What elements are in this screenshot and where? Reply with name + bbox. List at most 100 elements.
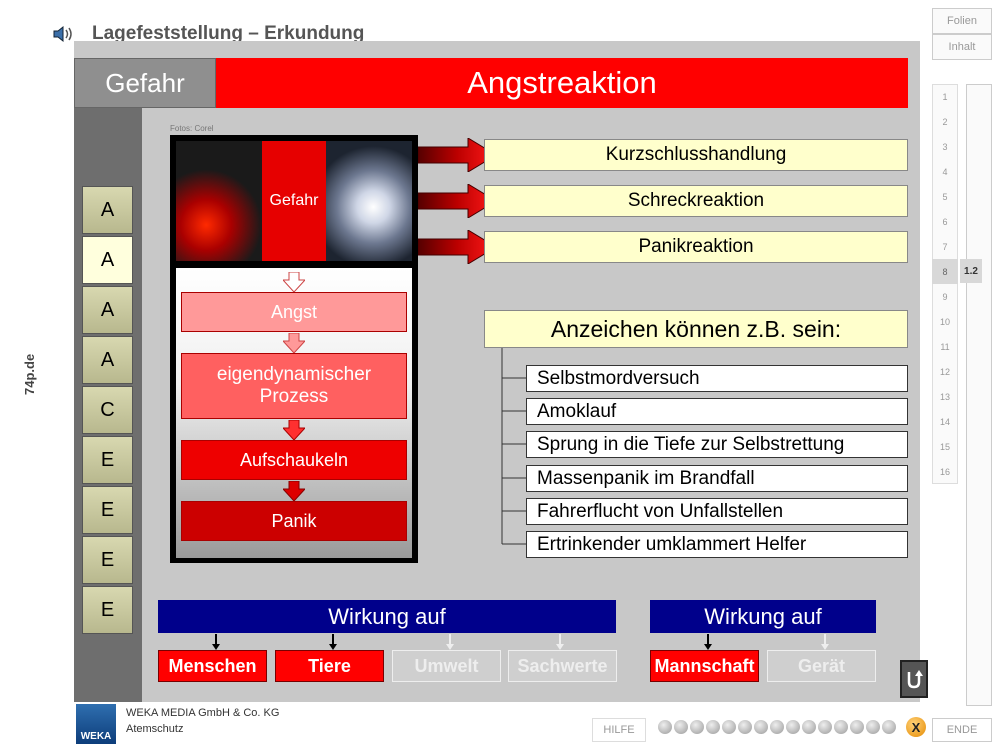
down-arrow-icon xyxy=(283,481,305,501)
signs-title: Anzeichen können z.B. sein: xyxy=(484,310,908,348)
right-arrow-icon xyxy=(418,230,496,264)
slide-number[interactable]: 7 xyxy=(942,241,948,252)
progress-dot xyxy=(850,720,864,734)
slide-number[interactable]: 15 xyxy=(939,441,950,452)
target-umwelt[interactable]: Umwelt xyxy=(392,650,501,682)
slide-number[interactable]: 8 xyxy=(932,259,958,284)
effect-connector xyxy=(332,634,334,648)
progress-dot xyxy=(690,720,704,734)
effect-connector xyxy=(449,634,451,648)
down-arrow-icon xyxy=(283,272,305,292)
target-menschen[interactable]: Menschen xyxy=(158,650,267,682)
effect-header-left: Wirkung auf xyxy=(158,600,616,633)
photo-credit: Fotos: Corel xyxy=(170,124,214,133)
target-tiere[interactable]: Tiere xyxy=(275,650,384,682)
flow-step-angst: Angst xyxy=(181,292,407,332)
sign-item: Amoklauf xyxy=(526,398,908,425)
sign-item: Selbstmordversuch xyxy=(526,365,908,392)
letter-button[interactable]: A xyxy=(82,336,133,384)
speaker-icon[interactable] xyxy=(53,25,75,43)
progress-dot xyxy=(722,720,736,734)
letter-button[interactable]: A xyxy=(82,286,133,334)
flow-step-aufschaukeln: Aufschaukeln xyxy=(181,440,407,480)
sign-item: Fahrerflucht von Unfallstellen xyxy=(526,498,908,525)
letter-button[interactable]: A xyxy=(82,236,133,284)
down-arrow-icon xyxy=(283,420,305,440)
side-brand-text: 74p.de xyxy=(22,353,37,395)
progress-dot xyxy=(754,720,768,734)
effect-connector xyxy=(824,634,826,648)
current-slide-indicator: 1.2 xyxy=(960,259,982,283)
letter-button[interactable]: E xyxy=(82,586,133,634)
letter-button[interactable]: A xyxy=(82,186,133,234)
progress-dot xyxy=(706,720,720,734)
slide-number[interactable]: 11 xyxy=(940,341,950,352)
sign-item: Ertrinkender umklammert Helfer xyxy=(526,531,908,558)
progress-dot xyxy=(674,720,688,734)
fire-photo xyxy=(176,141,262,261)
target-sachwerte[interactable]: Sachwerte xyxy=(508,650,617,682)
progress-dot xyxy=(786,720,800,734)
category-tab: Gefahr xyxy=(74,58,216,108)
back-arrow-icon[interactable] xyxy=(900,660,928,698)
slide-scrollbar[interactable] xyxy=(966,84,992,706)
slide-number[interactable]: 3 xyxy=(942,141,948,152)
weka-logo: WEKA xyxy=(76,704,116,744)
sign-item: Sprung in die Tiefe zur Selbstrettung xyxy=(526,431,908,458)
effect-connector xyxy=(215,634,217,648)
flow-step-panik: Panik xyxy=(181,501,407,541)
right-arrow-icon xyxy=(418,184,496,218)
down-arrow-icon xyxy=(212,644,220,650)
slide-number[interactable]: 6 xyxy=(942,216,948,227)
tree-connector xyxy=(501,348,526,545)
page-title: Lagefeststellung – Erkundung xyxy=(92,23,365,44)
down-arrow-icon xyxy=(446,644,454,650)
slide-number[interactable]: 16 xyxy=(939,466,950,477)
progress-dot xyxy=(834,720,848,734)
company-name: WEKA MEDIA GmbH & Co. KG xyxy=(126,707,280,719)
slide-number[interactable]: 14 xyxy=(939,416,950,427)
letter-button[interactable]: E xyxy=(82,486,133,534)
reaction-panik: Panikreaktion xyxy=(484,231,908,263)
flow-step-prozess: eigendynamischer Prozess xyxy=(181,353,407,419)
slide-heading: Angstreaktion xyxy=(216,58,908,108)
progress-dot xyxy=(818,720,832,734)
down-arrow-icon xyxy=(704,644,712,650)
slide-number[interactable]: 12 xyxy=(939,366,950,377)
close-icon[interactable]: X xyxy=(906,717,926,737)
progress-dot xyxy=(658,720,672,734)
reaction-schreck: Schreckreaktion xyxy=(484,185,908,217)
inhalt-button[interactable]: Inhalt xyxy=(932,34,992,60)
effect-connector xyxy=(707,634,709,648)
progress-dot xyxy=(802,720,816,734)
photo-label: Gefahr xyxy=(262,141,326,261)
slide-number-column xyxy=(932,84,958,484)
down-arrow-icon xyxy=(556,644,564,650)
sign-item: Massenpanik im Brandfall xyxy=(526,465,908,492)
down-arrow-icon xyxy=(821,644,829,650)
effect-connector xyxy=(559,634,561,648)
slide-number[interactable]: 9 xyxy=(942,291,948,302)
slide-number[interactable]: 5 xyxy=(942,191,948,202)
effect-header-right: Wirkung auf xyxy=(650,600,876,633)
reaction-kurzschluss: Kurzschlusshandlung xyxy=(484,139,908,171)
right-arrow-icon xyxy=(418,138,496,172)
slide-number[interactable]: 2 xyxy=(942,116,948,127)
slide-number[interactable]: 1 xyxy=(942,91,948,102)
target-mannschaft[interactable]: Mannschaft xyxy=(650,650,759,682)
product-name: Atemschutz xyxy=(126,723,184,735)
slide-number[interactable]: 4 xyxy=(942,166,948,177)
progress-dot xyxy=(882,720,896,734)
target-geraet[interactable]: Gerät xyxy=(767,650,876,682)
folien-button[interactable]: Folien xyxy=(932,8,992,34)
letter-button[interactable]: E xyxy=(82,536,133,584)
progress-dot xyxy=(866,720,880,734)
slide-number[interactable]: 10 xyxy=(939,316,950,327)
progress-dot xyxy=(770,720,784,734)
down-arrow-icon xyxy=(283,333,305,353)
help-button[interactable]: HILFE xyxy=(592,718,646,742)
slide-number[interactable]: 13 xyxy=(939,391,950,402)
letter-button[interactable]: C xyxy=(82,386,133,434)
end-button[interactable]: ENDE xyxy=(932,718,992,742)
letter-button[interactable]: E xyxy=(82,436,133,484)
